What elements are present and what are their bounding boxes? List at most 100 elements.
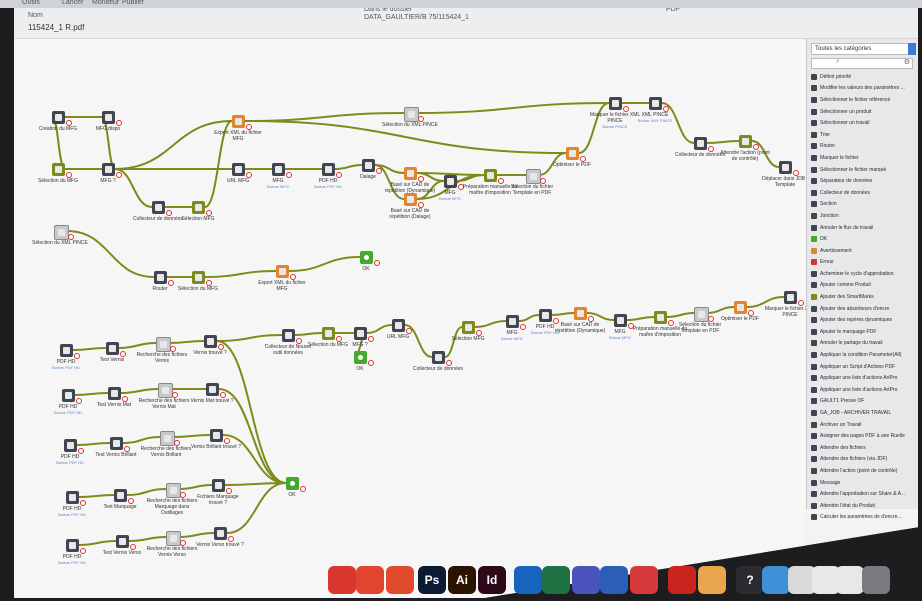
element-list-item[interactable]: Appliquer une liste d'actions ArtPro bbox=[811, 372, 917, 384]
workflow-connection[interactable] bbox=[66, 230, 155, 278]
dock-icon-outlook[interactable] bbox=[514, 566, 542, 594]
element-list-item[interactable]: Ajouter des repères dynamiques bbox=[811, 314, 917, 326]
workflow-node[interactable] bbox=[566, 147, 579, 160]
workflow-node[interactable] bbox=[506, 315, 519, 328]
workflow-node[interactable] bbox=[166, 531, 181, 546]
workflow-connection[interactable] bbox=[706, 140, 740, 144]
dock-icon-app-red-3[interactable] bbox=[386, 566, 414, 594]
workflow-node[interactable] bbox=[158, 383, 173, 398]
element-list-item[interactable]: Erreur bbox=[811, 257, 917, 269]
workflow-connection[interactable] bbox=[244, 120, 567, 154]
element-list-item[interactable]: Attendre l'état du Produit bbox=[811, 500, 917, 512]
workflow-node[interactable] bbox=[462, 321, 475, 334]
workflow-connection[interactable] bbox=[661, 102, 695, 144]
workflow-node[interactable] bbox=[52, 111, 65, 124]
element-list-item[interactable]: Attendre l'approbation sur Share & A... bbox=[811, 488, 917, 500]
element-list-item[interactable]: Séparateur de données bbox=[811, 175, 917, 187]
workflow-node[interactable] bbox=[152, 201, 165, 214]
workflow-node[interactable] bbox=[354, 351, 367, 364]
workflow-connection[interactable] bbox=[122, 436, 161, 444]
workflow-node[interactable] bbox=[116, 535, 129, 548]
dock-icon-indesign[interactable]: Id bbox=[478, 566, 506, 594]
dock-icon-excel[interactable] bbox=[542, 566, 570, 594]
element-list-item[interactable]: Ajouter le marquage PDF bbox=[811, 326, 917, 338]
workflow-node[interactable] bbox=[232, 115, 245, 128]
workflow-node[interactable] bbox=[102, 111, 115, 124]
element-list-item[interactable]: Jonction bbox=[811, 210, 917, 222]
workflow-node[interactable] bbox=[276, 265, 289, 278]
workflow-node[interactable] bbox=[160, 431, 175, 446]
workflow-node[interactable] bbox=[360, 251, 373, 264]
workflow-connection[interactable] bbox=[222, 434, 287, 484]
workflow-node[interactable] bbox=[64, 439, 77, 452]
dock-icon-trash[interactable] bbox=[862, 566, 890, 594]
workflow-connection[interactable] bbox=[204, 270, 277, 278]
workflow-node[interactable] bbox=[62, 389, 75, 402]
gear-icon[interactable]: ⚙ bbox=[903, 59, 910, 66]
workflow-node[interactable] bbox=[110, 437, 123, 450]
workflow-connection[interactable] bbox=[216, 334, 283, 342]
workflow-node[interactable] bbox=[432, 351, 445, 364]
category-select[interactable]: Toutes les catégories bbox=[811, 43, 916, 55]
dock-icon-acrobat[interactable] bbox=[668, 566, 696, 594]
element-list-item[interactable]: Attendre l'action (point de contrôle) bbox=[811, 465, 917, 477]
workflow-connection[interactable] bbox=[226, 482, 287, 534]
element-list-item[interactable]: Archiver un Travail bbox=[811, 419, 917, 431]
element-list-item[interactable]: Ajouter des absorbeurs d'encre bbox=[811, 303, 917, 315]
workflow-node[interactable] bbox=[739, 135, 752, 148]
element-list-item[interactable]: Marquer le fichier bbox=[811, 152, 917, 164]
workflow-connection[interactable] bbox=[706, 306, 735, 314]
element-list-item[interactable]: Appliquer un Script d'Actions PDF bbox=[811, 361, 917, 373]
workflow-connection[interactable] bbox=[114, 168, 153, 208]
workflow-connection[interactable] bbox=[444, 326, 463, 358]
workflow-connection[interactable] bbox=[288, 256, 361, 272]
workflow-connection[interactable] bbox=[74, 392, 109, 396]
workflow-node[interactable] bbox=[192, 271, 205, 284]
workflow-node[interactable] bbox=[66, 539, 79, 552]
workflow-connection[interactable] bbox=[126, 488, 167, 496]
menu-item[interactable]: Moniteur bbox=[92, 0, 120, 6]
workflow-connection[interactable] bbox=[374, 164, 405, 200]
element-list-item[interactable]: Section bbox=[811, 199, 917, 211]
dock-icon-folder-3[interactable] bbox=[788, 566, 816, 594]
dock-icon-word[interactable] bbox=[600, 566, 628, 594]
workflow-node[interactable] bbox=[114, 489, 127, 502]
workflow-connection[interactable] bbox=[120, 388, 159, 394]
workflow-connection[interactable] bbox=[474, 320, 507, 328]
dock-icon-help[interactable]: ? bbox=[736, 566, 764, 594]
element-list-item[interactable]: Calculer les paramètres de d'encre... bbox=[811, 512, 917, 524]
workflow-node[interactable] bbox=[734, 301, 747, 314]
element-list-item[interactable]: Définir priorité bbox=[811, 71, 917, 83]
workflow-node[interactable] bbox=[574, 307, 587, 320]
workflow-node[interactable] bbox=[272, 163, 285, 176]
dock-icon-folder-5[interactable] bbox=[836, 566, 864, 594]
element-list-item[interactable]: Acheminer le cycle d'approbation bbox=[811, 268, 917, 280]
element-list-item[interactable]: Modifier les valeurs des paramètres ... bbox=[811, 83, 917, 95]
workflow-node[interactable] bbox=[214, 527, 227, 540]
workflow-connection[interactable] bbox=[216, 340, 287, 484]
element-list-item[interactable]: Sélectionner un travail bbox=[811, 117, 917, 129]
workflow-connection[interactable] bbox=[586, 312, 615, 321]
workflow-node[interactable] bbox=[526, 169, 541, 184]
workflow-node[interactable] bbox=[779, 161, 792, 174]
workflow-connection[interactable] bbox=[101, 116, 116, 170]
workflow-node[interactable] bbox=[404, 193, 417, 206]
workflow-connection[interactable] bbox=[128, 536, 167, 542]
element-list-item[interactable]: Assigner des pages PDF à une Ruelle bbox=[811, 430, 917, 442]
workflow-node[interactable] bbox=[649, 97, 662, 110]
workflow-node[interactable] bbox=[212, 479, 225, 492]
workflow-connection[interactable] bbox=[626, 316, 655, 321]
workflow-connection[interactable] bbox=[518, 314, 540, 322]
menu-item[interactable]: Outils bbox=[22, 0, 40, 6]
workflow-connection[interactable] bbox=[78, 540, 117, 546]
workflow-node[interactable] bbox=[539, 309, 552, 322]
workflow-connection[interactable] bbox=[168, 340, 205, 344]
workflow-node[interactable] bbox=[232, 163, 245, 176]
workflow-node[interactable] bbox=[102, 163, 115, 176]
workflow-node[interactable] bbox=[614, 314, 627, 327]
element-list-item[interactable]: Trier bbox=[811, 129, 917, 141]
workflow-connection[interactable] bbox=[51, 116, 66, 170]
menu-item[interactable]: Publier bbox=[122, 0, 144, 6]
workflow-connection[interactable] bbox=[578, 102, 610, 154]
workflow-node[interactable] bbox=[106, 342, 119, 355]
